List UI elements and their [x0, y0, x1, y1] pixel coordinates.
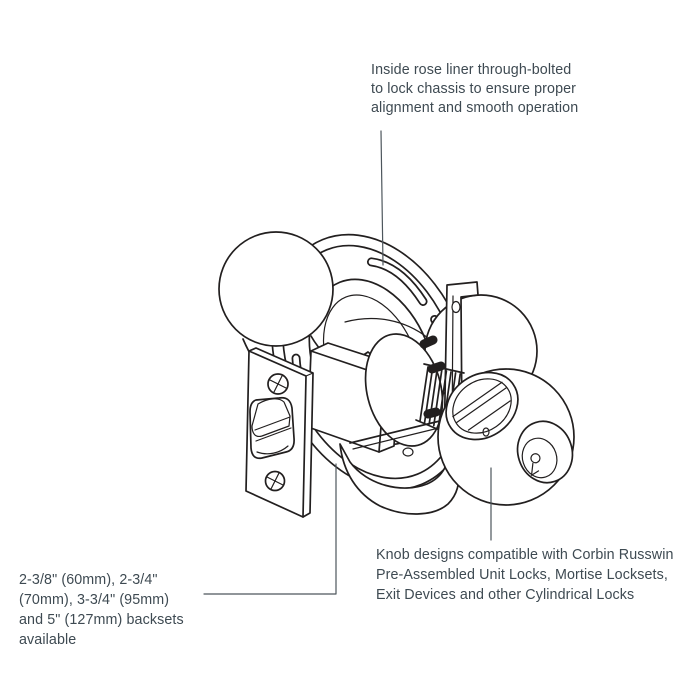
annotation-rose-liner-line-3: alignment and smooth operation	[371, 100, 579, 116]
annotation-backsets-line-2: (70mm), 3-3/4" (95mm)	[19, 592, 170, 608]
callout-line-rose-liner	[380, 130, 384, 266]
latch-bolt	[249, 396, 295, 460]
annotation-backsets-line-3: and 5" (127mm) backsets	[19, 612, 184, 628]
latch-faceplate	[245, 347, 314, 518]
annotation-backsets: 2-3/8" (60mm), 2-3/4" (70mm), 3-3/4" (95…	[19, 570, 184, 650]
annotation-knob-designs-line-3: Exit Devices and other Cylindrical Locks	[376, 587, 635, 603]
annotation-rose-liner-line-2: to lock chassis to ensure proper	[371, 81, 577, 97]
annotation-rose-liner-line-1: Inside rose liner through-bolted	[371, 62, 572, 78]
annotation-knob-designs: Knob designs compatible with Corbin Russ…	[376, 545, 674, 605]
annotation-knob-designs-line-1: Knob designs compatible with Corbin Russ…	[376, 547, 674, 563]
callout-line-backsets	[203, 463, 337, 595]
phillips-screw-top	[267, 373, 289, 395]
annotation-backsets-line-4: available	[19, 632, 77, 648]
phillips-screw-bottom	[264, 470, 286, 492]
annotation-backsets-line-1: 2-3/8" (60mm), 2-3/4"	[19, 572, 158, 588]
annotation-knob-designs-line-2: Pre-Assembled Unit Locks, Mortise Lockse…	[376, 567, 668, 583]
chassis-disc	[364, 333, 446, 447]
annotation-rose-liner: Inside rose liner through-bolted to lock…	[371, 61, 578, 118]
key-cylinder	[516, 420, 574, 484]
